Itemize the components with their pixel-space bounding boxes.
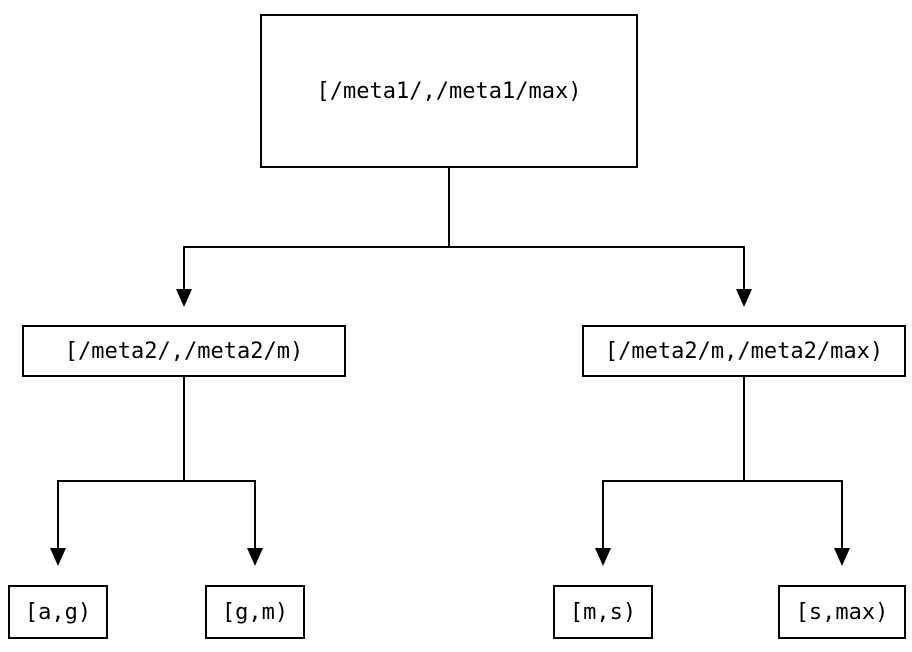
node-leaf-smax: [s,max) [778, 585, 906, 639]
node-leaf-ms-label: [m,s) [569, 599, 637, 625]
node-meta2-high-label: [/meta2/m,/meta2/max) [604, 338, 884, 364]
node-leaf-gm-label: [g,m) [221, 599, 289, 625]
node-meta2-low: [/meta2/,/meta2/m) [22, 325, 346, 377]
node-meta2-low-label: [/meta2/,/meta2/m) [64, 338, 304, 364]
arrowhead-to-leaf-gm-icon [247, 548, 263, 566]
node-root: [/meta1/,/meta1/max) [260, 14, 638, 168]
edge-meta2-high-bracket [602, 480, 843, 549]
edge-meta2-low-bracket [57, 480, 256, 549]
arrowhead-to-leaf-smax-icon [834, 548, 850, 566]
node-leaf-ag: [a,g) [8, 585, 108, 639]
arrowhead-to-leaf-ms-icon [595, 548, 611, 566]
node-meta2-high: [/meta2/m,/meta2/max) [582, 325, 906, 377]
node-leaf-ms: [m,s) [553, 585, 653, 639]
node-leaf-ag-label: [a,g) [24, 599, 92, 625]
arrowhead-to-meta2-low-icon [176, 289, 192, 307]
arrowhead-to-meta2-high-icon [736, 289, 752, 307]
node-leaf-smax-label: [s,max) [795, 599, 889, 625]
edge-root-bracket [183, 246, 745, 290]
arrowhead-to-leaf-ag-icon [50, 548, 66, 566]
node-leaf-gm: [g,m) [205, 585, 305, 639]
node-root-label: [/meta1/,/meta1/max) [316, 78, 582, 104]
